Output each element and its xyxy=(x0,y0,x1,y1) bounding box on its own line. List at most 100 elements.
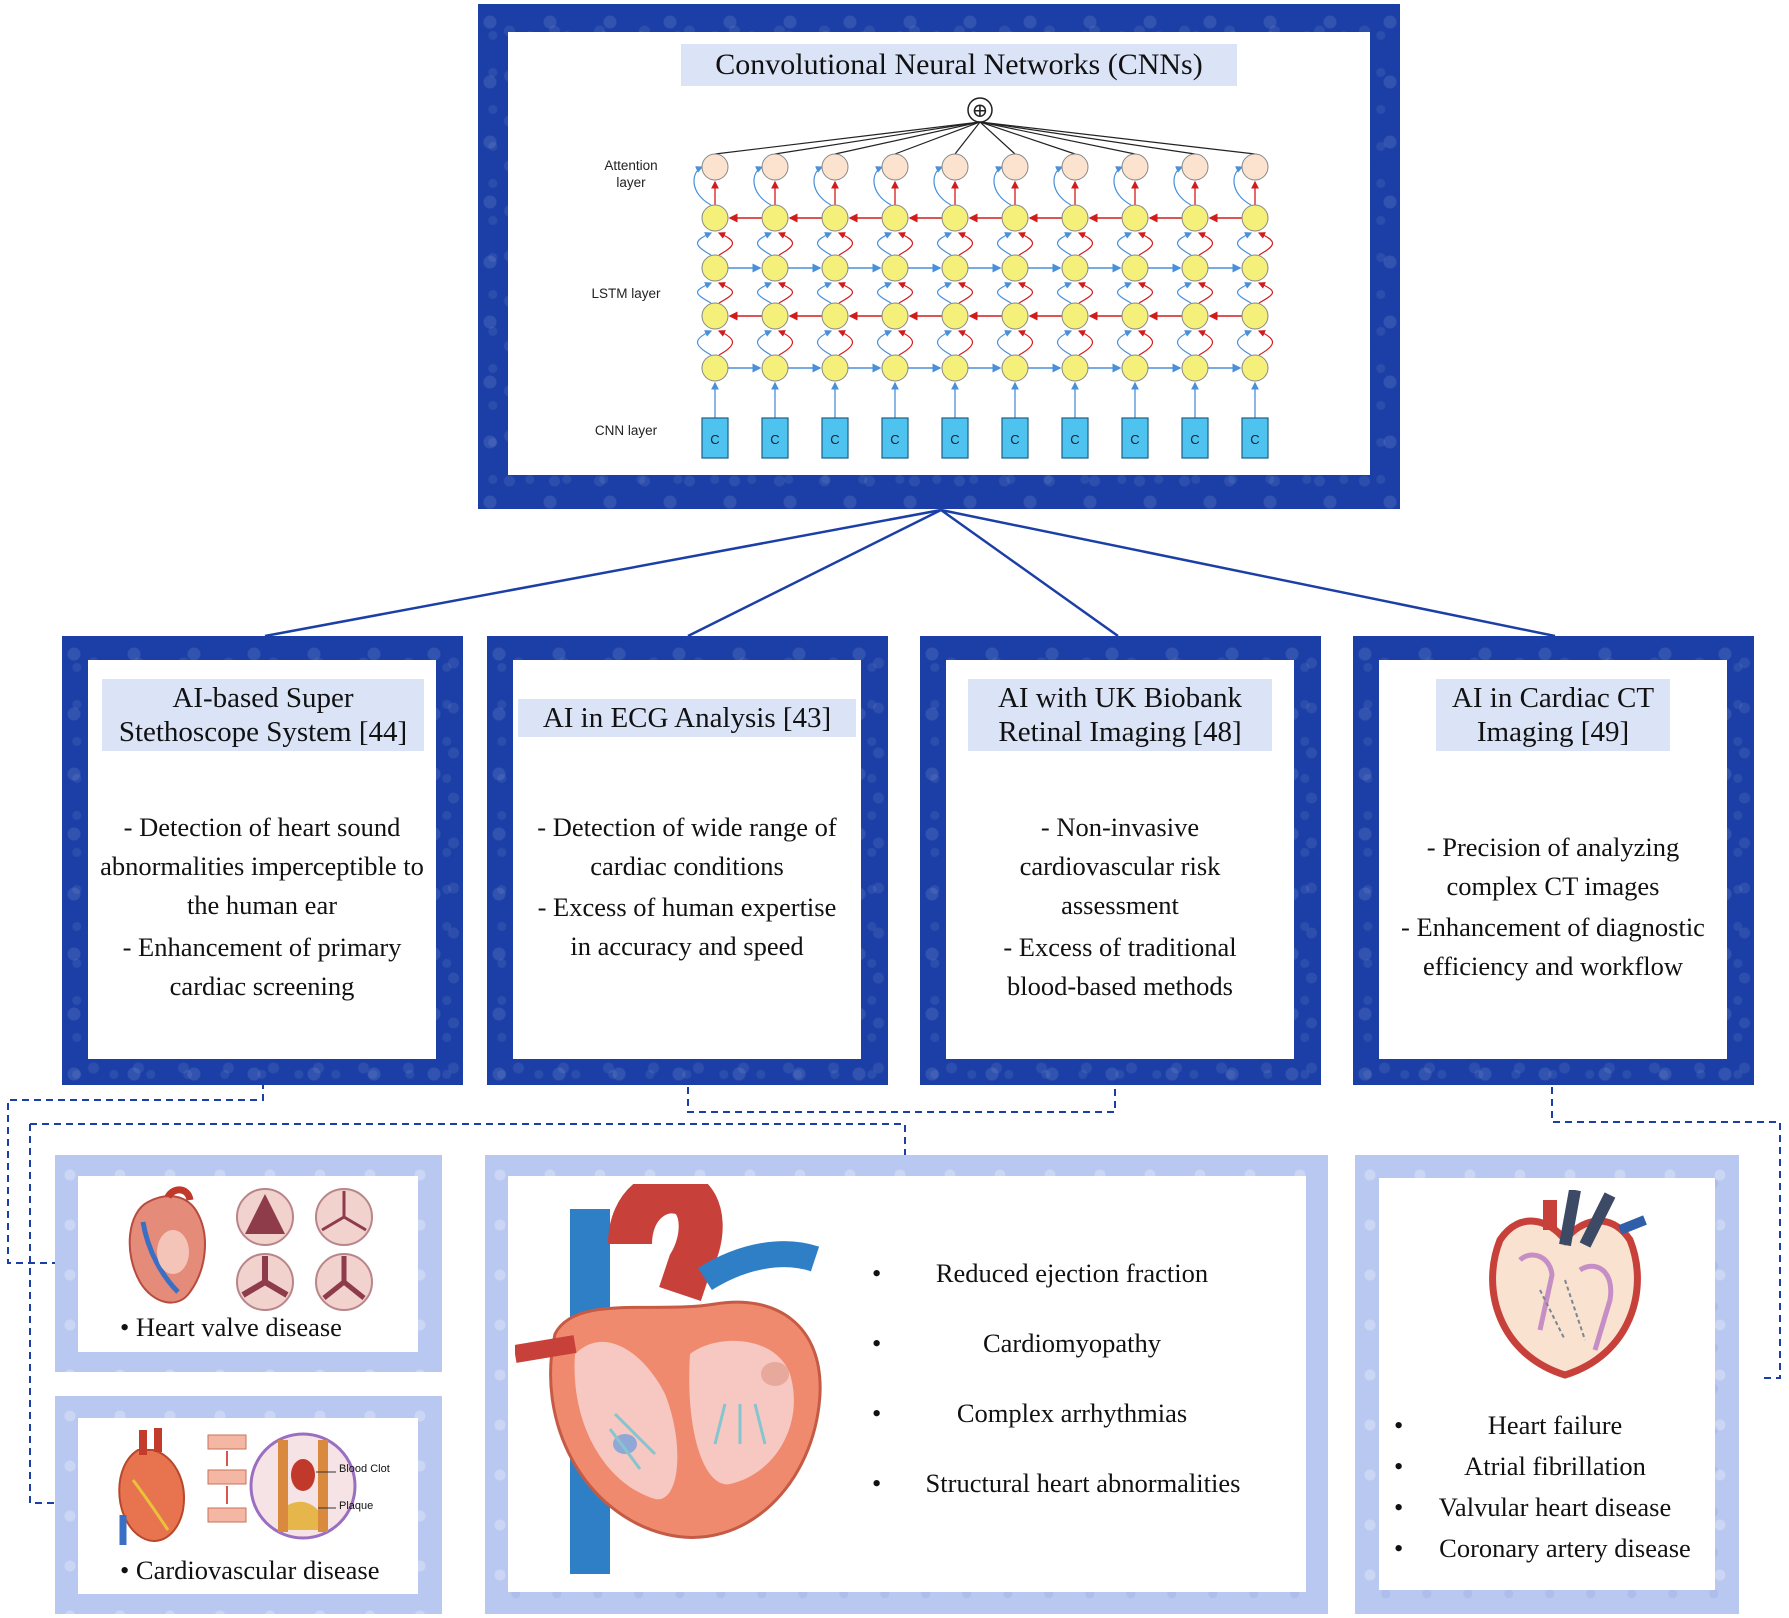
lstm-attention-curve xyxy=(873,166,892,206)
cnn-unit-label: C xyxy=(1190,432,1199,447)
lstm-node xyxy=(761,302,789,330)
lstm-attention-curve xyxy=(813,166,832,206)
lstm-attention-curve xyxy=(693,166,712,206)
outcome-item-ejection: Reduced ejection fraction xyxy=(872,1255,1272,1325)
lstm-skip-curve xyxy=(1017,232,1034,256)
lstm-skip-curve xyxy=(816,232,833,256)
lstm-skip-curve xyxy=(1056,232,1073,256)
cnn-unit-label: C xyxy=(830,432,839,447)
lstm-skip-curve xyxy=(777,232,794,256)
lstm-node xyxy=(761,354,789,382)
app-desc-ecg-2: - Excess of human expertise in accuracy … xyxy=(537,892,837,961)
lstm-node xyxy=(821,354,849,382)
lstm-node xyxy=(1181,254,1209,282)
lstm-skip-curve xyxy=(936,282,953,304)
valve-icons xyxy=(236,1188,373,1311)
lstm-node xyxy=(1241,302,1269,330)
attention-node xyxy=(881,153,909,181)
attention-to-sum-line xyxy=(774,121,981,155)
cnn-unit-label: C xyxy=(1010,432,1019,447)
app-desc-ecg-1: - Detection of wide range of cardiac con… xyxy=(537,812,837,881)
lstm-attention-curve xyxy=(993,166,1012,206)
lstm-node xyxy=(1121,254,1149,282)
lstm-skip-curve xyxy=(696,282,713,304)
cardiovascular-illustration xyxy=(118,1428,357,1545)
lstm-node xyxy=(1121,354,1149,382)
cnn-layer-label: CNN layer xyxy=(594,423,658,438)
lstm-skip-curve xyxy=(777,282,794,304)
lstm-node xyxy=(701,254,729,282)
lstm-skip-curve xyxy=(1257,232,1274,256)
cardiovascular-caption: Cardiovascular disease xyxy=(120,1554,380,1586)
app-title-ecg: AI in ECG Analysis [43] xyxy=(518,699,856,737)
cnn-unit-label: C xyxy=(770,432,779,447)
sum-symbol: ⊕ xyxy=(972,100,989,122)
attention-node xyxy=(1121,153,1149,181)
lstm-node xyxy=(1001,254,1029,282)
lstm-node xyxy=(761,204,789,232)
valve-disease-caption: Heart valve disease xyxy=(120,1311,342,1343)
heart-illustration xyxy=(515,1184,822,1574)
cnn-unit xyxy=(1061,417,1089,459)
lstm-node xyxy=(761,254,789,282)
app-desc-stethoscope-2: - Enhancement of primary cardiac screeni… xyxy=(122,932,402,1001)
blood-clot-label: Blood Clot xyxy=(339,1463,390,1475)
attention-node xyxy=(1001,153,1029,181)
lstm-skip-curve xyxy=(1176,282,1193,304)
cnn-unit xyxy=(941,417,969,459)
outcome-item-structural: Structural heart abnormalities xyxy=(872,1465,1272,1535)
lstm-skip-curve xyxy=(756,232,773,256)
lstm-node xyxy=(941,302,969,330)
lstm-skip-curve xyxy=(777,330,794,356)
cnn-title: Convolutional Neural Networks (CNNs) xyxy=(681,44,1237,86)
lstm-attention-curve xyxy=(1053,166,1072,206)
app-desc-retinal-2: - Excess of traditional blood-based meth… xyxy=(1003,932,1237,1001)
lstm-skip-curve xyxy=(1197,330,1214,356)
lstm-node xyxy=(1181,204,1209,232)
app-desc-ct-1: - Precision of analyzing complex CT imag… xyxy=(1426,832,1680,901)
lstm-attention-curve xyxy=(1173,166,1192,206)
lstm-skip-curve xyxy=(1017,330,1034,356)
lstm-skip-curve xyxy=(756,282,773,304)
cnn-unit-label: C xyxy=(1070,432,1079,447)
lstm-skip-curve xyxy=(837,232,854,256)
lstm-skip-curve xyxy=(1137,282,1154,304)
cnn-unit xyxy=(761,417,789,459)
cnn-unit-label: C xyxy=(1130,432,1139,447)
lstm-node xyxy=(821,254,849,282)
lstm-skip-curve xyxy=(1056,282,1073,304)
lstm-node xyxy=(1061,302,1089,330)
lstm-skip-curve xyxy=(1017,282,1034,304)
lstm-skip-curve xyxy=(957,282,974,304)
lstm-skip-curve xyxy=(936,232,953,256)
lstm-skip-curve xyxy=(717,330,734,356)
lstm-skip-curve xyxy=(837,330,854,356)
lstm-skip-curve xyxy=(1116,282,1133,304)
attention-to-sum-line xyxy=(979,121,1076,155)
lstm-attention-curve xyxy=(1233,166,1252,206)
cnn-unit xyxy=(881,417,909,459)
cnn-unit-label: C xyxy=(950,432,959,447)
lstm-skip-curve xyxy=(957,330,974,356)
lstm-skip-curve xyxy=(1077,232,1094,256)
artery-cross-section-icon xyxy=(249,1432,357,1540)
lstm-skip-curve xyxy=(1236,282,1253,304)
lstm-node xyxy=(701,204,729,232)
attention-to-sum-line xyxy=(979,121,1256,155)
artery-steps-icon xyxy=(207,1434,247,1523)
lstm-skip-curve xyxy=(1236,330,1253,356)
cnn-unit-label: C xyxy=(1250,432,1259,447)
lstm-node xyxy=(821,204,849,232)
lstm-node xyxy=(881,302,909,330)
sum-node xyxy=(967,97,993,123)
attention-node xyxy=(941,153,969,181)
lstm-skip-curve xyxy=(897,282,914,304)
attention-to-sum-line xyxy=(979,121,1016,155)
lstm-skip-curve xyxy=(696,232,713,256)
lstm-skip-curve xyxy=(996,232,1013,256)
attention-node xyxy=(1061,153,1089,181)
lstm-node xyxy=(1001,354,1029,382)
lstm-layer-label: LSTM layer xyxy=(591,286,661,301)
